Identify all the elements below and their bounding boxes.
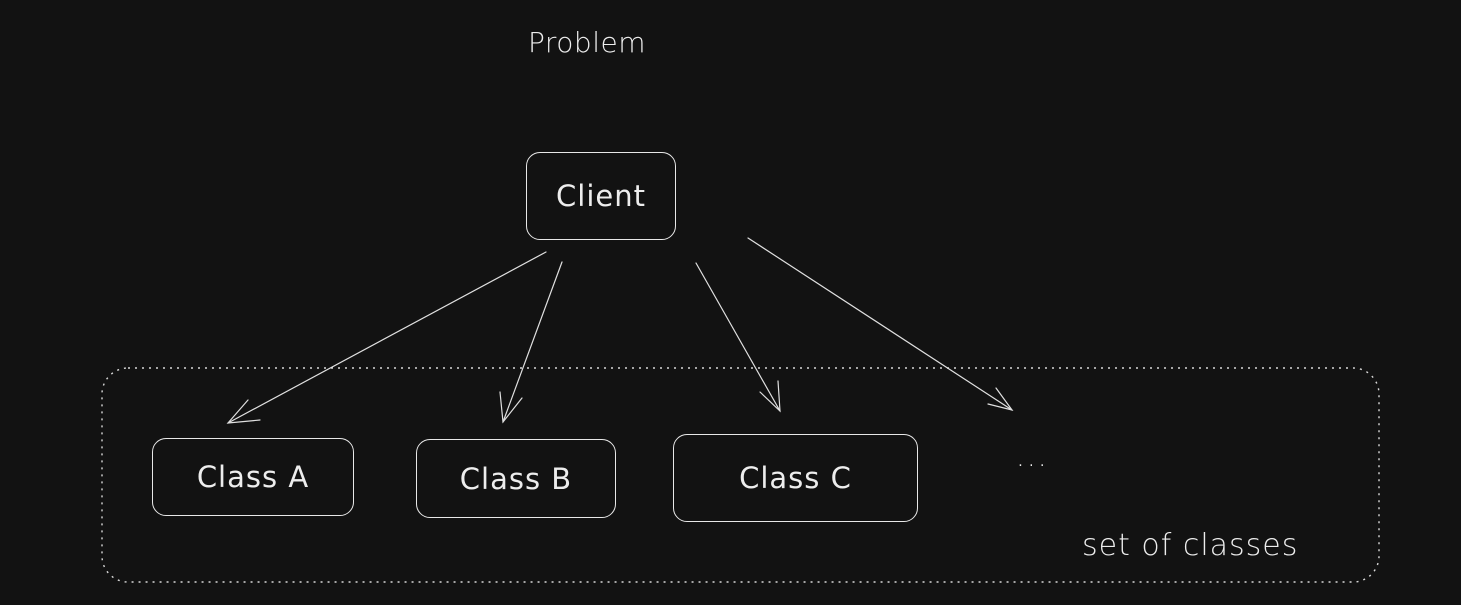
class-a-label: Class A: [196, 460, 310, 494]
group-label: set of classes: [1082, 528, 1299, 563]
client-label: Client: [556, 179, 646, 213]
class-b-label: Class B: [459, 461, 573, 496]
class-a-node: Class A: [152, 438, 354, 516]
client-node: Client: [526, 152, 676, 240]
class-b-node: Class B: [416, 439, 616, 518]
class-c-node: Class C: [673, 434, 918, 522]
class-group-boundary: [101, 367, 1380, 583]
arrow-client-to-class-b: [499, 261, 563, 424]
class-c-label: Class C: [739, 461, 852, 495]
arrow-client-to-more: [747, 237, 1014, 411]
diagram-title: Problem: [528, 26, 646, 59]
arrow-client-to-class-c: [695, 262, 781, 413]
more-classes-ellipsis: ...: [1016, 440, 1049, 473]
arrow-client-to-class-a: [226, 251, 547, 424]
